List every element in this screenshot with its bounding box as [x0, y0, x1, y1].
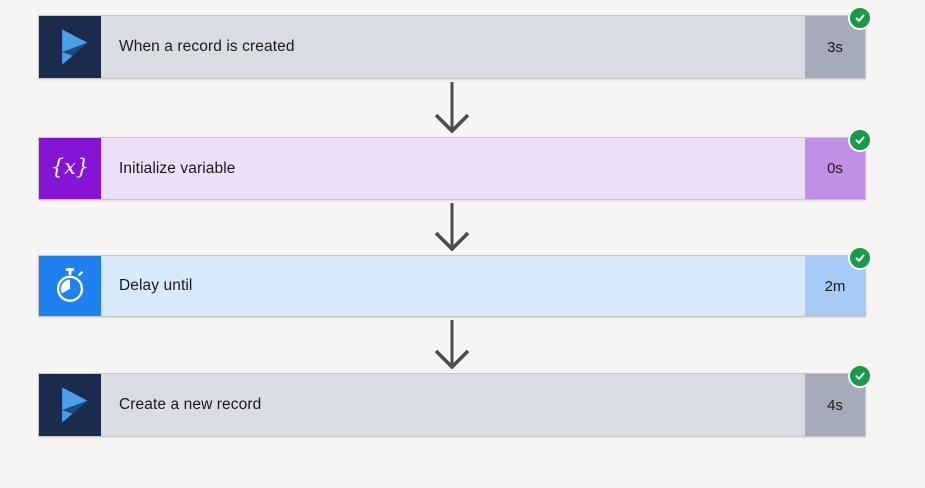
variable-icon: {x}: [39, 138, 101, 199]
step-title: When a record is created: [119, 38, 295, 55]
step-title: Initialize variable: [119, 159, 236, 177]
connector-arrow: [434, 203, 470, 251]
step-title: Create a new record: [119, 396, 262, 413]
step-card-create-a-new-record[interactable]: Create a new record 4s: [38, 364, 872, 437]
success-check-icon: [848, 128, 872, 152]
step-card-initialize-variable[interactable]: {x} Initialize variable 0s: [38, 128, 872, 200]
success-check-icon: [848, 364, 872, 388]
delay-icon: [39, 256, 101, 316]
variable-glyph: {x}: [50, 155, 90, 179]
step-body: Create a new record: [101, 374, 805, 436]
success-check-icon: [848, 246, 872, 270]
step-card-when-a-record-is-created[interactable]: When a record is created 3s: [38, 6, 872, 79]
step-title: Delay until: [119, 277, 193, 294]
connector-arrow: [434, 82, 470, 133]
success-check-icon: [848, 6, 872, 30]
step-body: Initialize variable: [101, 138, 805, 199]
step-body: When a record is created: [101, 16, 805, 78]
dynamics365-icon: [39, 16, 101, 78]
step-body: Delay until: [101, 256, 805, 316]
dynamics365-icon: [39, 374, 101, 436]
connector-arrow: [434, 320, 470, 369]
step-card-delay-until[interactable]: Delay until 2m: [38, 246, 872, 317]
